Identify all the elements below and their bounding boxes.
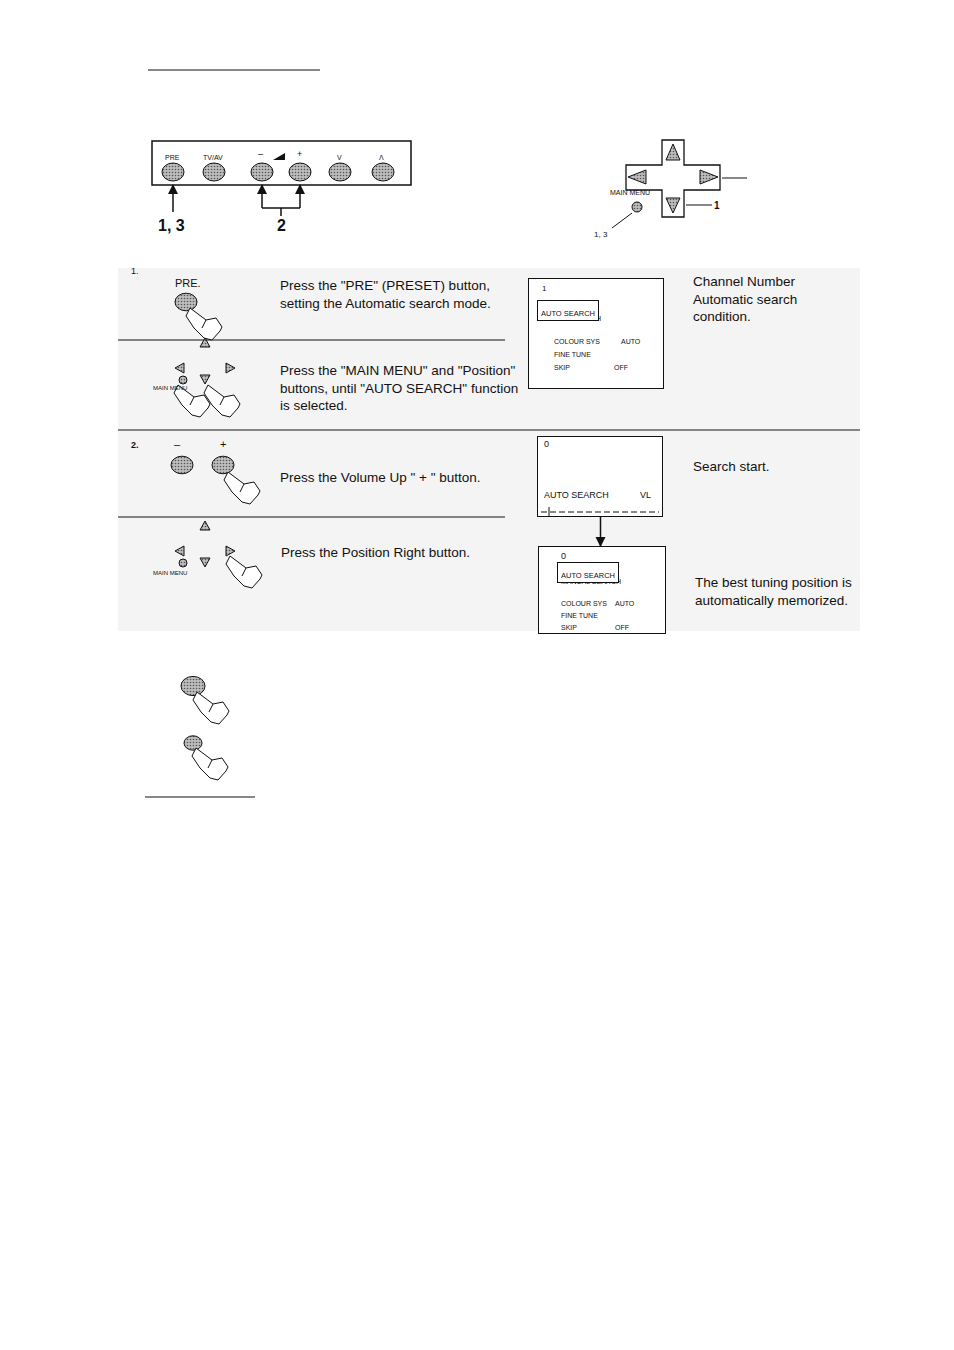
screen-display: 0AUTO SEARCH VL <box>537 436 663 517</box>
label: Press the Volume Up " + " button. <box>280 469 481 487</box>
label: 2 <box>277 216 286 237</box>
hand-icon <box>226 556 262 588</box>
screen-text: SKIP <box>554 364 570 372</box>
label: – <box>174 437 180 451</box>
screen-text: 1 <box>542 285 546 294</box>
label: + <box>220 437 226 451</box>
label: TV/AV <box>203 153 223 162</box>
screen-text: 0 <box>561 552 566 562</box>
screen-text: FINE TUNE <box>561 612 598 620</box>
direction-pad <box>175 338 235 384</box>
label: Press the Position Right button. <box>281 544 470 562</box>
screen-text: OFF <box>614 364 628 372</box>
screen-text: AUTO SEARCH <box>561 571 615 580</box>
screen-text: AUTO SEARCH <box>541 309 595 318</box>
label: 1, 3 <box>594 230 607 240</box>
label: Λ <box>379 153 384 162</box>
flow-arrow <box>600 517 602 546</box>
label: 1. <box>131 266 139 278</box>
label: Search start. <box>693 458 770 476</box>
label: 1, 3 <box>158 216 185 237</box>
screen-text: COLOUR SYS <box>554 338 600 346</box>
hand-icon <box>204 385 240 417</box>
hand-icon <box>186 308 222 340</box>
label: V <box>337 153 342 162</box>
label: PRE. <box>175 276 201 290</box>
label: MAIN MENU <box>153 385 187 393</box>
label: + <box>297 149 302 161</box>
screen-display: 0MANUAL SEARCHCOLOUR SYSAUTOFINE TUNESKI… <box>538 546 666 634</box>
instruction-text: Channel Number Automatic search conditio… <box>693 273 823 326</box>
label: MAIN MENU <box>153 570 187 578</box>
screen-text: COLOUR SYS <box>561 600 607 608</box>
hand-icon <box>193 692 229 724</box>
label: 2. <box>131 440 139 452</box>
screen-text: AUTO <box>615 600 634 608</box>
button-icon <box>175 293 197 311</box>
instruction-text: Press the "MAIN MENU" and "Position" but… <box>280 362 520 415</box>
button-icon <box>184 736 202 750</box>
screen-text: OFF <box>615 624 629 632</box>
instruction-text: The best tuning position is automaticall… <box>695 574 865 609</box>
instruction-text: Press the "PRE" (PRESET) button, setting… <box>280 277 520 312</box>
menu-selection-box: AUTO SEARCH <box>557 562 619 583</box>
screen-text: SKIP <box>561 624 577 632</box>
menu-selection-box: AUTO SEARCH <box>537 300 599 321</box>
label: – <box>258 149 263 161</box>
screen-text: AUTO <box>621 338 640 346</box>
label: MAIN MENU <box>610 188 650 197</box>
button-icon <box>212 456 234 474</box>
button-icon <box>181 676 205 695</box>
screen-display: 1MANUAL SEARCHCOLOUR SYSAUTOFINE TUNESKI… <box>528 278 664 389</box>
label: 1 <box>714 199 720 212</box>
hand-icon <box>192 748 228 780</box>
screen-text: FINE TUNE <box>554 351 591 359</box>
hand-icon <box>224 472 260 504</box>
direction-pad <box>175 521 235 567</box>
button-icon <box>171 456 193 474</box>
screen-text: AUTO SEARCH <box>544 491 609 501</box>
screen-text: 0 <box>544 440 549 450</box>
screen-text: VL <box>640 491 651 501</box>
label: PRE <box>165 153 179 162</box>
